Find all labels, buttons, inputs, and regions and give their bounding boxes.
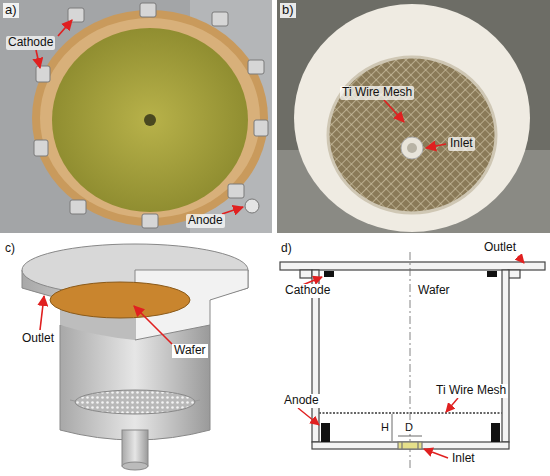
part-label: Wafer: [416, 284, 452, 298]
part-label: Ti Wire Mesh: [340, 86, 414, 100]
photo-mesh-bowl: [277, 0, 550, 233]
part-label: Cathode: [6, 36, 55, 50]
part-label: Wafer: [172, 344, 208, 358]
part-label: Cathode: [283, 284, 332, 298]
part-label: Inlet: [450, 452, 477, 466]
photo-cathode-ring: [0, 0, 272, 233]
cutaway-render: [0, 238, 272, 476]
dimension-label: H: [380, 421, 390, 434]
part-label: Outlet: [482, 241, 518, 255]
part-label: Anode: [186, 214, 225, 228]
panel-letter: a): [3, 3, 19, 18]
panel-letter: b): [280, 3, 296, 18]
part-label: Inlet: [448, 137, 475, 151]
panel-letter: d): [279, 242, 294, 256]
cross-section: [277, 238, 550, 476]
panel-letter: c): [3, 242, 17, 256]
part-label: Anode: [282, 394, 321, 408]
part-label: Ti Wire Mesh: [434, 384, 508, 398]
part-label: Outlet: [20, 332, 56, 346]
dimension-label: D: [404, 421, 414, 434]
